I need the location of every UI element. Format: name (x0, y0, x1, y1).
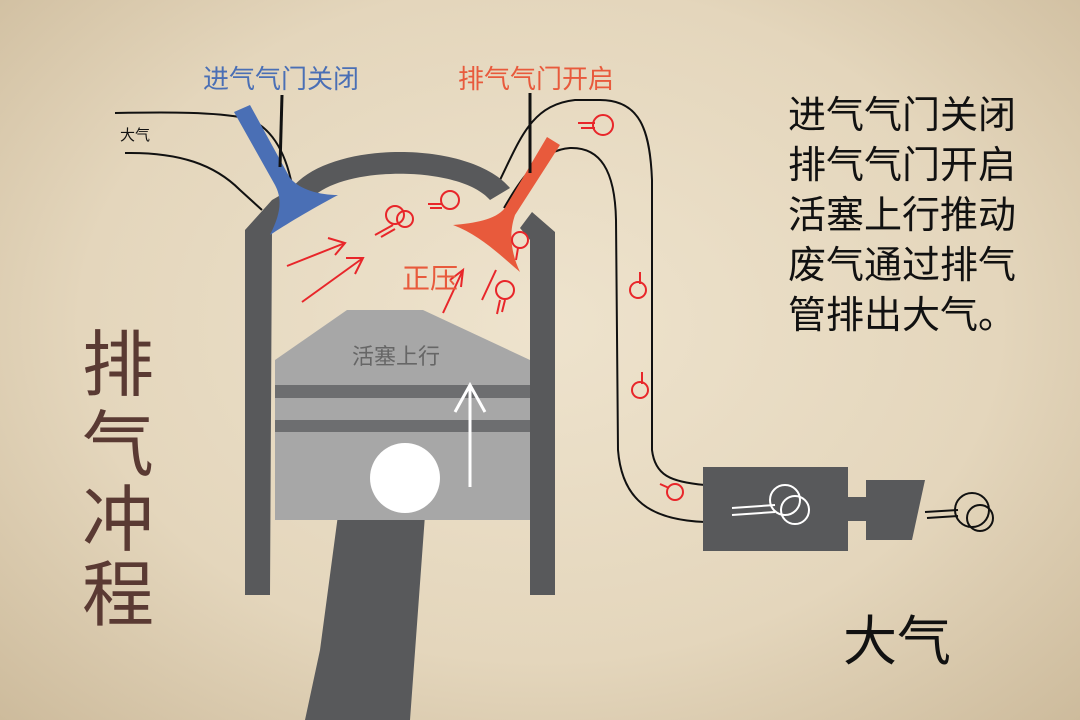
title-char: 程 (82, 553, 154, 637)
piston-label: 活塞上行 (352, 345, 440, 370)
title-char: 冲 (82, 478, 154, 562)
atmosphere-large-label: 大气 (843, 610, 951, 673)
exhaust-puffs (374, 114, 684, 501)
smoke-icon (731, 484, 810, 525)
description-line: 废气通过排气 (788, 243, 1016, 287)
description-line: 排气气门开启 (788, 143, 1016, 187)
title-char: 排 (82, 323, 154, 407)
description-line: 管排出大气。 (788, 293, 1016, 337)
intake-valve-label: 进气气门关闭 (203, 65, 359, 95)
pressure-label: 正压 (402, 262, 458, 295)
cylinder (245, 152, 555, 595)
description: 进气气门关闭 排气气门开启 活塞上行推动 废气通过排气 管排出大气。 (788, 93, 1016, 337)
up-arrow-icon (453, 381, 487, 487)
intake-valve (234, 105, 338, 235)
piston (275, 310, 530, 520)
exhaust-valve-label: 排气气门开启 (458, 65, 614, 95)
title-char: 气 (82, 403, 154, 487)
connecting-rod (305, 515, 425, 720)
exhaust-valve (453, 137, 560, 272)
pressure-arrows (286, 237, 497, 314)
atmosphere-small-label: 大气 (120, 126, 150, 144)
page-title: 排气冲程 (82, 323, 154, 637)
intake-pointer (278, 94, 284, 168)
muffler (703, 467, 925, 551)
piston-pin (370, 443, 440, 513)
description-line: 活塞上行推动 (788, 193, 1016, 237)
outlet-smoke-icon (924, 492, 994, 532)
description-line: 进气气门关闭 (788, 93, 1016, 137)
